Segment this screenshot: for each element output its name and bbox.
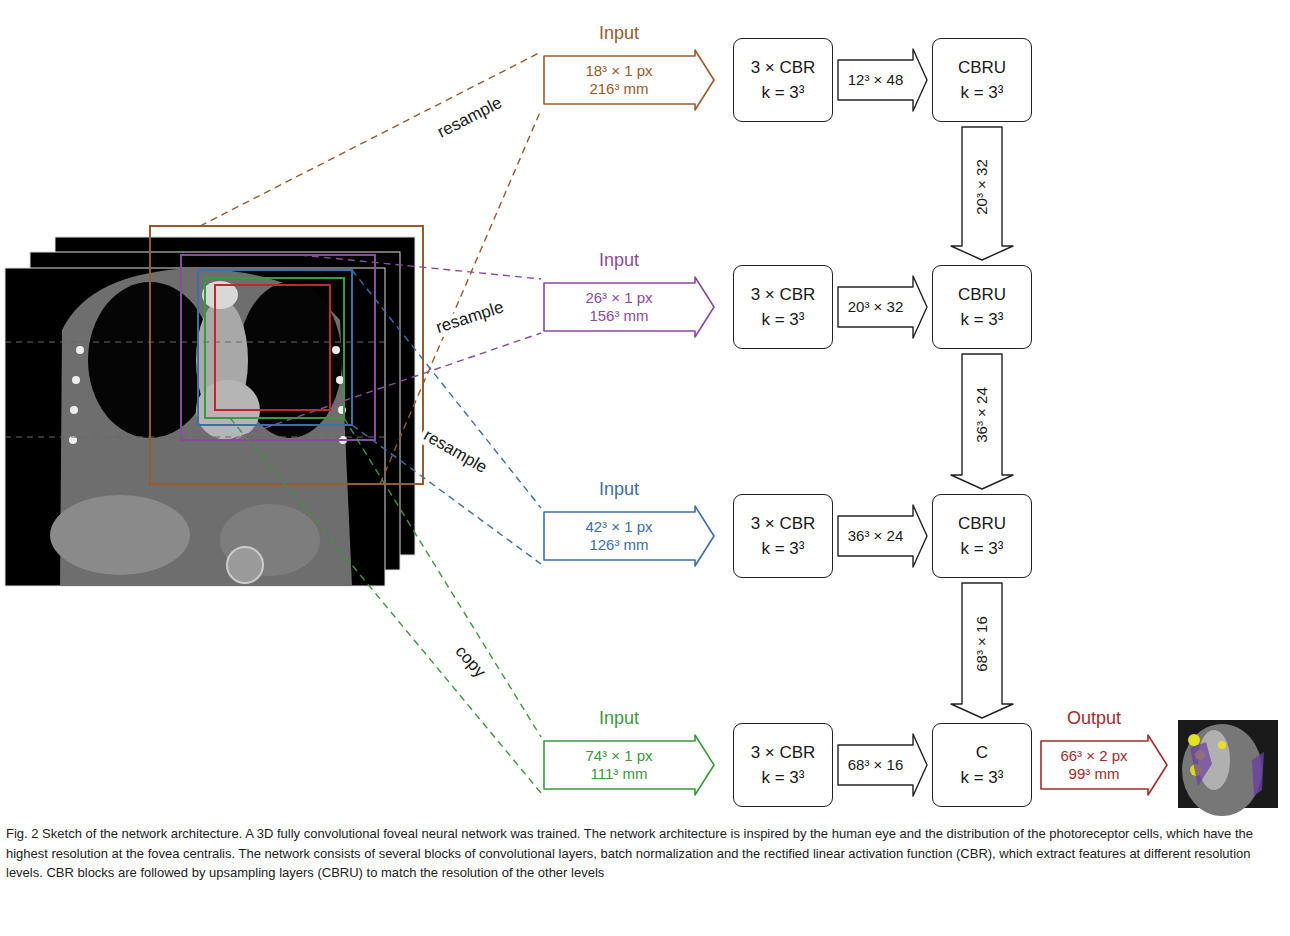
field-of-view: 99³ mm	[1069, 765, 1120, 783]
layer-box: 3 × CBR k = 3³	[733, 265, 833, 349]
arrow-shape	[1041, 735, 1167, 795]
kernel-size: k = 3³	[762, 768, 805, 788]
tensor-shape: 68³ × 16	[974, 614, 991, 673]
kernel-size: k = 3³	[961, 83, 1004, 103]
layer-name: CBRU	[958, 285, 1006, 305]
layer-name: CBRU	[958, 514, 1006, 534]
block-arrow	[838, 734, 927, 796]
tensor-size: 42³ × 1 px	[585, 518, 652, 536]
layer-box: Ck = 3³	[932, 723, 1032, 807]
layer-box: 3 × CBR k = 3³	[733, 38, 833, 122]
block-arrow	[951, 354, 1013, 489]
layer-box: 3 × CBR k = 3³	[733, 494, 833, 578]
io-body: 66³ × 2 px99³ mm	[1040, 741, 1148, 789]
io-body: 74³ × 1 px111³ mm	[543, 741, 695, 789]
layer-name: CBRU	[958, 58, 1006, 78]
io-arrow: Input 26³ × 1 px156³ mm	[543, 248, 715, 338]
kernel-size: k = 3³	[961, 539, 1004, 559]
io-arrow: Input 42³ × 1 px126³ mm	[543, 477, 715, 567]
kernel-size: k = 3³	[961, 310, 1004, 330]
layer-name: C	[976, 743, 988, 763]
io-body: 42³ × 1 px126³ mm	[543, 512, 695, 560]
tensor-shape: 36³ × 24	[846, 528, 905, 545]
kernel-size: k = 3³	[961, 768, 1004, 788]
io-heading: Input	[543, 23, 695, 44]
block-arrow	[951, 127, 1013, 260]
block-arrow	[838, 276, 927, 338]
field-of-view: 156³ mm	[589, 307, 648, 325]
block-arrow	[838, 505, 927, 567]
layer-name: 3 × CBR	[751, 514, 816, 534]
tensor-size: 66³ × 2 px	[1060, 747, 1127, 765]
block-arrow	[951, 583, 1013, 718]
field-of-view: 126³ mm	[589, 536, 648, 554]
field-of-view: 216³ mm	[589, 80, 648, 98]
kernel-size: k = 3³	[762, 539, 805, 559]
tensor-size: 74³ × 1 px	[585, 747, 652, 765]
tensor-shape: 12³ × 48	[846, 72, 905, 89]
tensor-shape: 36³ × 24	[974, 385, 991, 444]
arrow-shape	[544, 277, 714, 337]
layer-name: 3 × CBR	[751, 58, 816, 78]
kernel-size: k = 3³	[762, 310, 805, 330]
layer-box: 3 × CBR k = 3³	[733, 723, 833, 807]
arrow-shape	[544, 50, 714, 110]
field-of-view: 111³ mm	[591, 765, 648, 783]
layer-box: CBRU k = 3³	[932, 265, 1032, 349]
tensor-shape: 20³ × 32	[974, 157, 991, 216]
io-body: 26³ × 1 px156³ mm	[543, 283, 695, 331]
arrow-shape	[544, 506, 714, 566]
arrow-shape	[544, 735, 714, 795]
kernel-size: k = 3³	[762, 83, 805, 103]
figure-caption: Fig. 2 Sketch of the network architectur…	[6, 824, 1282, 883]
tensor-shape: 68³ × 16	[846, 757, 905, 774]
layer-box: CBRU k = 3³	[932, 494, 1032, 578]
io-heading: Input	[543, 250, 695, 271]
transform-label: resample	[431, 297, 509, 338]
tensor-size: 26³ × 1 px	[585, 289, 652, 307]
io-heading: Output	[1040, 708, 1148, 729]
layer-box: CBRU k = 3³	[932, 38, 1032, 122]
io-heading: Input	[543, 479, 695, 500]
io-heading: Input	[543, 708, 695, 729]
transform-label: resample	[432, 92, 508, 143]
layer-name: 3 × CBR	[751, 743, 816, 763]
io-arrow: Input 18³ × 1 px216³ mm	[543, 21, 715, 111]
io-arrow: Input 74³ × 1 px111³ mm	[543, 706, 715, 796]
tensor-size: 18³ × 1 px	[585, 62, 652, 80]
io-body: 18³ × 1 px216³ mm	[543, 56, 695, 104]
block-arrow	[838, 49, 927, 111]
tensor-shape: 20³ × 32	[846, 299, 905, 316]
layer-name: 3 × CBR	[751, 285, 816, 305]
io-arrow: Output 66³ × 2 px99³ mm	[1040, 706, 1168, 796]
